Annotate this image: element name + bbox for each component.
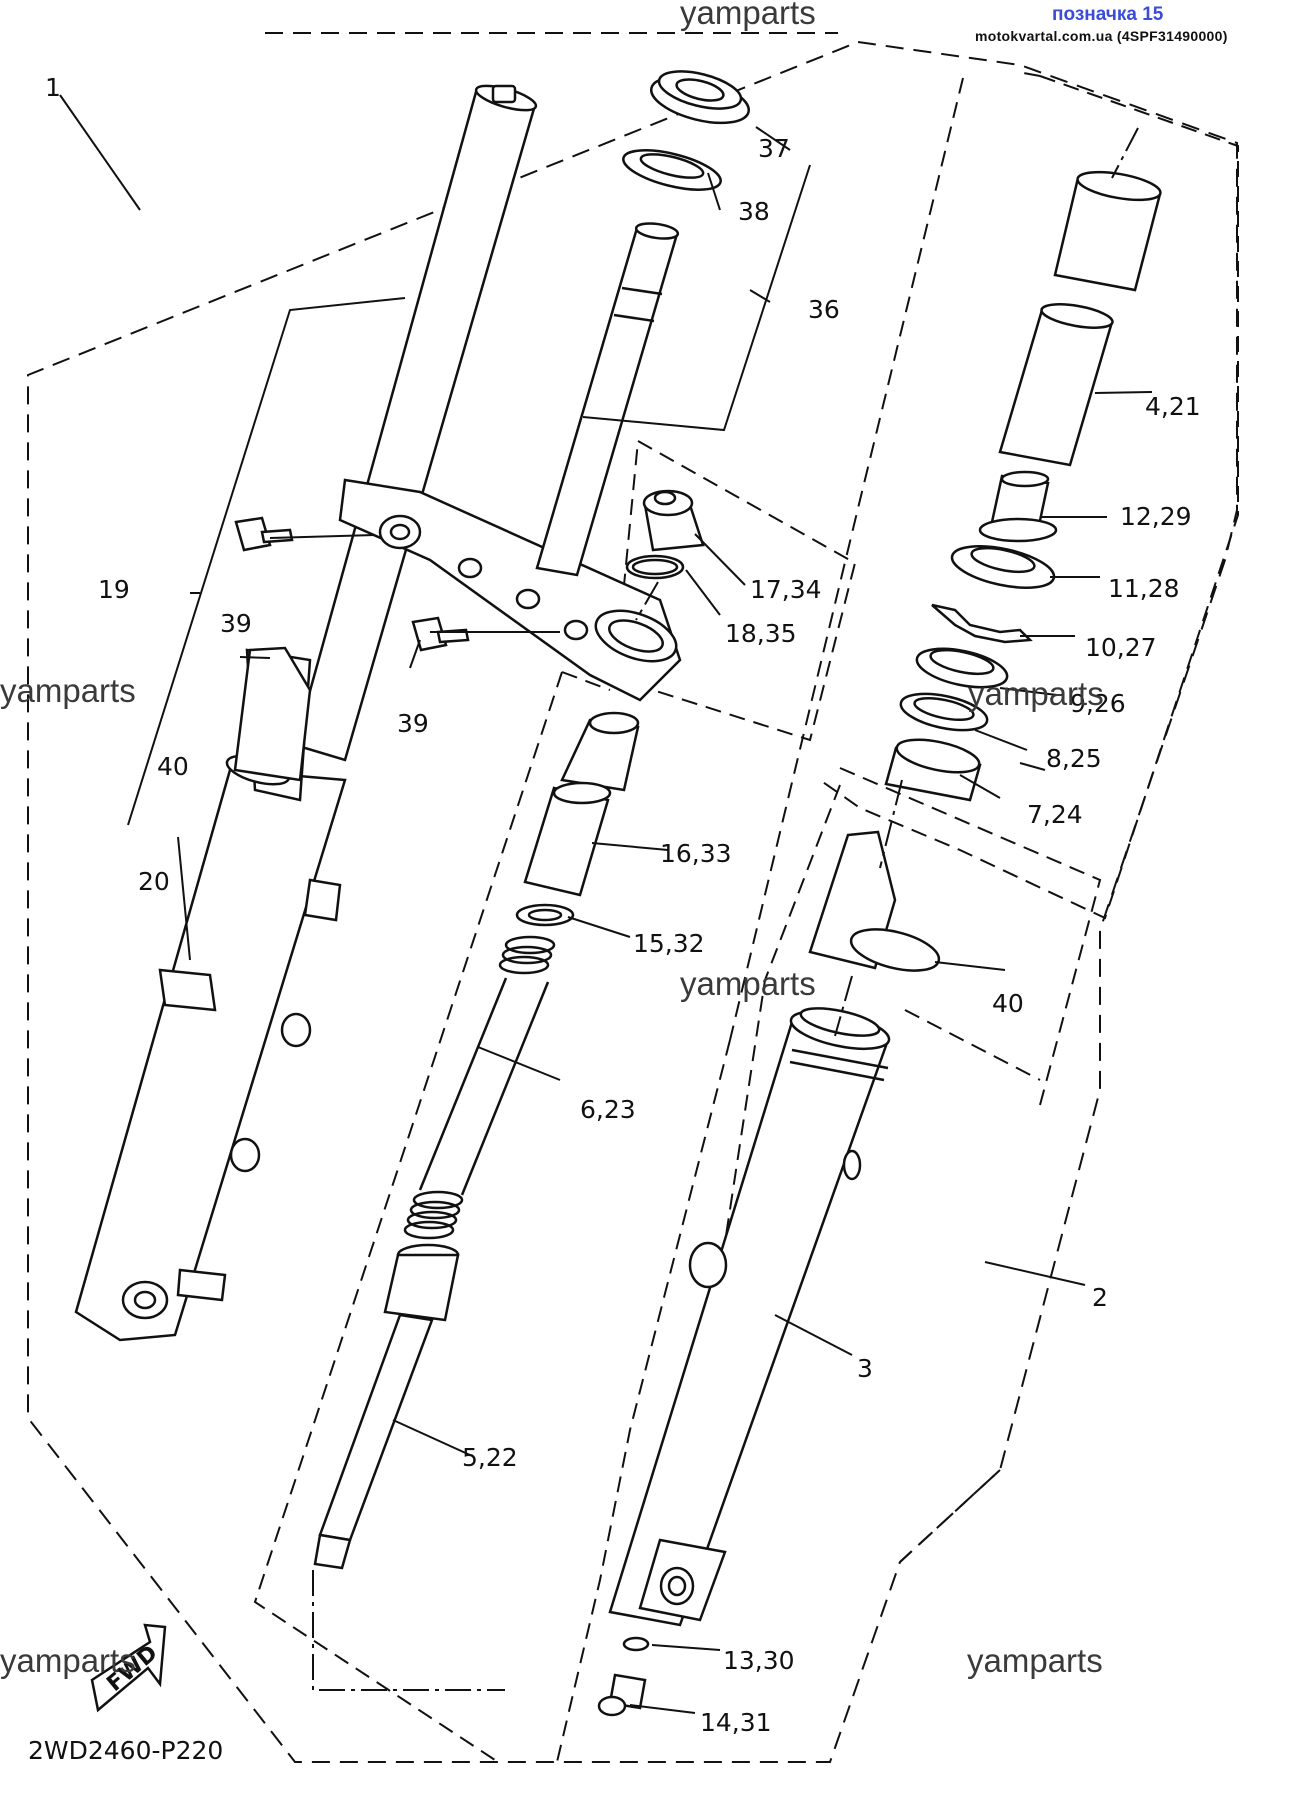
watermark-right: yamparts (968, 675, 1104, 712)
callout-40-right: 40 (992, 989, 1024, 1018)
bearing-37 (649, 70, 751, 125)
bushing-4 (998, 303, 1114, 467)
callout-36: 36 (808, 295, 840, 324)
spacer-16 (523, 781, 612, 897)
callout-11-28: 11,28 (1108, 574, 1180, 603)
callout-2: 2 (1092, 1283, 1108, 1312)
callout-39-upper: 39 (220, 609, 252, 638)
source-label: motokvartal.com.ua (4SPF31490000) (975, 28, 1228, 44)
bolt-14 (597, 1673, 647, 1717)
spacer-upper (560, 711, 640, 792)
oil-lock-piece (1053, 170, 1162, 292)
callout-40-left: 40 (157, 752, 189, 781)
callout-1: 1 (45, 73, 61, 102)
oil-seal-7 (884, 738, 982, 802)
callout-16-33: 16,33 (660, 839, 732, 868)
watermark-bottom-right: yamparts (967, 1642, 1103, 1679)
callout-9-26: 9,26 (1070, 689, 1126, 718)
fork-guard-right (808, 830, 941, 972)
left-inner-tube (293, 84, 538, 762)
watermark-top: yamparts (680, 0, 816, 31)
callout-17-34: 17,34 (750, 575, 822, 604)
bottom-bracket (338, 478, 682, 702)
cap-bolt (642, 489, 705, 552)
fwd-arrow-icon (90, 1623, 167, 1713)
left-outer-tube (74, 648, 347, 1342)
seal-9 (915, 647, 1009, 689)
callout-38: 38 (738, 197, 770, 226)
poznachka-label: позначка 15 (1052, 4, 1164, 25)
callout-4-21: 4,21 (1145, 392, 1201, 421)
washer-11 (950, 545, 1056, 589)
callout-3: 3 (857, 1354, 873, 1383)
callout-20: 20 (138, 867, 170, 896)
o-ring (625, 554, 685, 580)
callout-12-29: 12,29 (1120, 502, 1192, 531)
washer-13 (622, 1636, 650, 1652)
callout-37: 37 (758, 134, 790, 163)
callout-19: 19 (98, 575, 130, 604)
washer-15 (515, 903, 575, 927)
callout-13-30: 13,30 (723, 1646, 795, 1675)
steering-stem (535, 222, 680, 577)
fork-guard-left (233, 646, 312, 782)
callout-7-24: 7,24 (1027, 800, 1083, 829)
clip-10 (931, 603, 1033, 644)
callout-39-lower: 39 (397, 709, 429, 738)
bushing-12 (978, 470, 1058, 543)
watermark-middle: yamparts (680, 965, 816, 1002)
callout-14-31: 14,31 (700, 1708, 772, 1737)
bolt-39-lower (411, 616, 470, 652)
callout-6-23: 6,23 (580, 1095, 636, 1124)
spring-6 (403, 935, 556, 1240)
watermark-left: yamparts (0, 672, 136, 709)
outer-dashed-boundary (27, 32, 1238, 1763)
callout-15-32: 15,32 (633, 929, 705, 958)
watermark-bottom-left: yamparts (0, 1642, 136, 1679)
callout-10-27: 10,27 (1085, 633, 1157, 662)
callout-8-25: 8,25 (1046, 744, 1102, 773)
callout-18-35: 18,35 (725, 619, 797, 648)
washer-8 (899, 692, 989, 732)
bolt-39-upper (234, 516, 294, 552)
drawing-code: 2WD2460-P220 (28, 1736, 224, 1765)
right-dashed-box (819, 75, 1239, 920)
race-38 (622, 149, 722, 191)
outer-tube-3 (608, 1007, 891, 1627)
callout-5-22: 5,22 (462, 1443, 518, 1472)
damper-rod (313, 1243, 460, 1570)
damper-assembly-dashed-box (253, 671, 611, 1763)
